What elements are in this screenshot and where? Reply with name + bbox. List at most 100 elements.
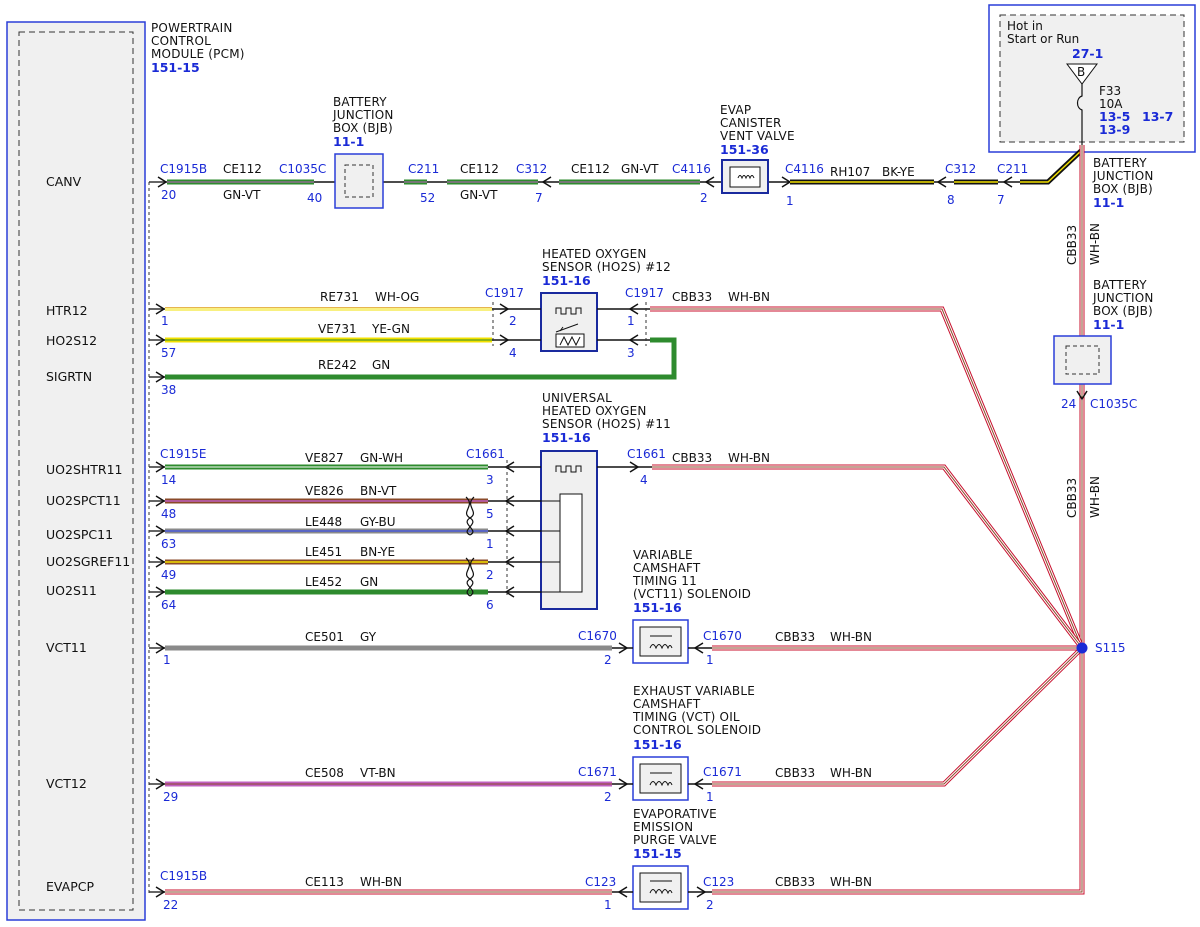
signal-vct12: VCT12	[46, 776, 87, 791]
vct11-line-2: CAMSHAFT	[633, 561, 701, 575]
bjb-top-line-3: BOX (BJB)	[333, 121, 393, 135]
ho2s12-line-1: HEATED OXYGEN	[542, 247, 647, 261]
pin-29: 29	[163, 790, 178, 804]
circuit-rh107: RH107	[830, 165, 870, 179]
arrow-icon	[157, 176, 168, 188]
signal-uo2spc11: UO2SPC11	[46, 527, 113, 542]
cbb33-vertical: CBB33 WH-BN CBB33 WH-BN	[1065, 145, 1102, 648]
pin-2-uho2s: 2	[486, 568, 494, 582]
circuit-ce501: CE501	[305, 630, 344, 644]
purge-ref: 151-15	[633, 846, 682, 861]
fuse-letter: B	[1077, 65, 1085, 79]
color-wh-og: WH-OG	[375, 290, 419, 304]
conn-c211-top: C211	[408, 162, 439, 176]
splice-s115: S115	[1076, 641, 1126, 655]
conn-c1917-a: C1917	[485, 286, 524, 300]
uho2s11-wires	[149, 460, 652, 598]
bjb-mid-line-2: JUNCTION	[1092, 291, 1154, 305]
color-wh-bn-d: WH-BN	[830, 766, 872, 780]
signal-vct11: VCT11	[46, 640, 87, 655]
conn-c211-b: C211	[997, 162, 1028, 176]
color-gn-vt-b: GN-VT	[460, 188, 498, 202]
pin-4-ho2s: 4	[509, 346, 517, 360]
purge-line-2: EMISSION	[633, 820, 693, 834]
evap-vent-line-2: CANISTER	[720, 116, 782, 130]
vct12-solenoid: EXHAUST VARIABLE CAMSHAFT TIMING (VCT) O…	[632, 684, 761, 801]
power-ref-13-5: 13-5	[1099, 109, 1130, 124]
pin-48: 48	[161, 507, 176, 521]
uho2s11-line-2: HEATED OXYGEN	[542, 404, 647, 418]
heater-icon	[555, 465, 582, 473]
pin-7-a: 7	[535, 191, 543, 205]
evap-vent-line-1: EVAP	[720, 103, 751, 117]
vct12-line-4: CONTROL SOLENOID	[633, 723, 761, 737]
circuit-ce113: CE113	[305, 875, 344, 889]
bjb-top: BATTERY JUNCTION BOX (BJB) 11-1	[332, 95, 393, 209]
circuit-ve731: VE731	[318, 322, 357, 336]
signal-ho2s12: HO2S12	[46, 333, 97, 348]
signal-canv: CANV	[46, 174, 82, 189]
color-gy-bu: GY-BU	[360, 515, 396, 529]
signal-sigrtn: SIGRTN	[46, 369, 92, 384]
arrow-icon	[1076, 390, 1088, 401]
vct11-line-4: (VCT11) SOLENOID	[633, 587, 751, 601]
pin-64: 64	[161, 598, 176, 612]
evap-vent-line-3: VENT VALVE	[720, 129, 795, 143]
color-gn-b: GN	[360, 575, 378, 589]
circuit-cbb33-a: CBB33	[672, 290, 712, 304]
bjb-right-line-3: BOX (BJB)	[1093, 182, 1153, 196]
bjb-right-line-1: BATTERY	[1093, 156, 1147, 170]
conn-c1035c-top: C1035C	[279, 162, 326, 176]
power-box: Hot in Start or Run 27-1 B F33 10A 13-5 …	[988, 4, 1196, 153]
splice-name: S115	[1095, 641, 1126, 655]
evap-vent-valve: EVAP CANISTER VENT VALVE 151-36	[720, 103, 795, 194]
circuit-re731: RE731	[320, 290, 359, 304]
circuit-ce508: CE508	[305, 766, 344, 780]
pin-1-vct11: 1	[163, 653, 171, 667]
signal-htr12: HTR12	[46, 303, 88, 318]
uho2s11-ref: 151-16	[542, 430, 591, 445]
pcm-title: POWERTRAIN CONTROL MODULE (PCM) 151-15	[151, 21, 244, 75]
pin-63: 63	[161, 537, 176, 551]
conn-c123-b: C123	[703, 875, 734, 889]
bjb-right-line-2: JUNCTION	[1092, 169, 1154, 183]
pin-57: 57	[161, 346, 176, 360]
color-wh-bn-v2: WH-BN	[1088, 476, 1102, 518]
purge-wires: C1915B CE113 WH-BN C123 C123 CBB33 WH-BN…	[149, 869, 872, 912]
pin-52: 52	[420, 191, 435, 205]
canv-labels: C1915B 20 CE112 GN-VT C1035C 40 C211 52 …	[160, 162, 1028, 208]
uho2s11-line-1: UNIVERSAL	[542, 391, 612, 405]
conn-c4116-b: C4116	[785, 162, 824, 176]
pin-4-uho2s: 4	[640, 473, 648, 487]
ho2s12-labels: RE731 WH-OG C1917 C1917 CBB33 WH-BN 1 2 …	[161, 286, 770, 397]
circuit-le452: LE452	[305, 575, 342, 589]
circuit-cbb33-d: CBB33	[775, 766, 815, 780]
vct11-ref: 151-16	[633, 600, 682, 615]
signal-uo2shtr11: UO2SHTR11	[46, 462, 123, 477]
sensor-cell-icon	[559, 493, 583, 593]
pin-24: 24	[1061, 397, 1076, 411]
pin-22: 22	[163, 898, 178, 912]
vct12-wires: CE508 VT-BN C1671 C1671 CBB33 WH-BN 29 2…	[149, 765, 872, 804]
solenoid-icon	[639, 763, 682, 794]
pin-2-ho2s: 2	[509, 314, 517, 328]
solenoid-icon	[639, 872, 682, 903]
pin-1-purge: 1	[604, 898, 612, 912]
power-hot-in: Hot in	[1007, 19, 1043, 33]
pin-3-uho2s: 3	[486, 473, 494, 487]
purge-valve: EVAPORATIVE EMISSION PURGE VALVE 151-15	[632, 807, 717, 910]
vct12-line-1: EXHAUST VARIABLE	[633, 684, 755, 698]
pin-38: 38	[161, 383, 176, 397]
color-gy: GY	[360, 630, 377, 644]
vct12-ref: 151-16	[633, 737, 682, 752]
arrow-icon	[1002, 176, 1013, 188]
conn-c1035c-right: C1035C	[1090, 397, 1137, 411]
vct11-line-3: TIMING 11	[632, 574, 697, 588]
pin-1-ho2s: 1	[627, 314, 635, 328]
pin-2-purge: 2	[706, 898, 714, 912]
bjb-right-ref: 11-1	[1093, 195, 1124, 210]
fuse-name: F33	[1099, 84, 1121, 98]
conn-c1661-a: C1661	[466, 447, 505, 461]
pcm-title-line-2: CONTROL	[151, 34, 211, 48]
signal-uo2spct11: UO2SPCT11	[46, 493, 121, 508]
